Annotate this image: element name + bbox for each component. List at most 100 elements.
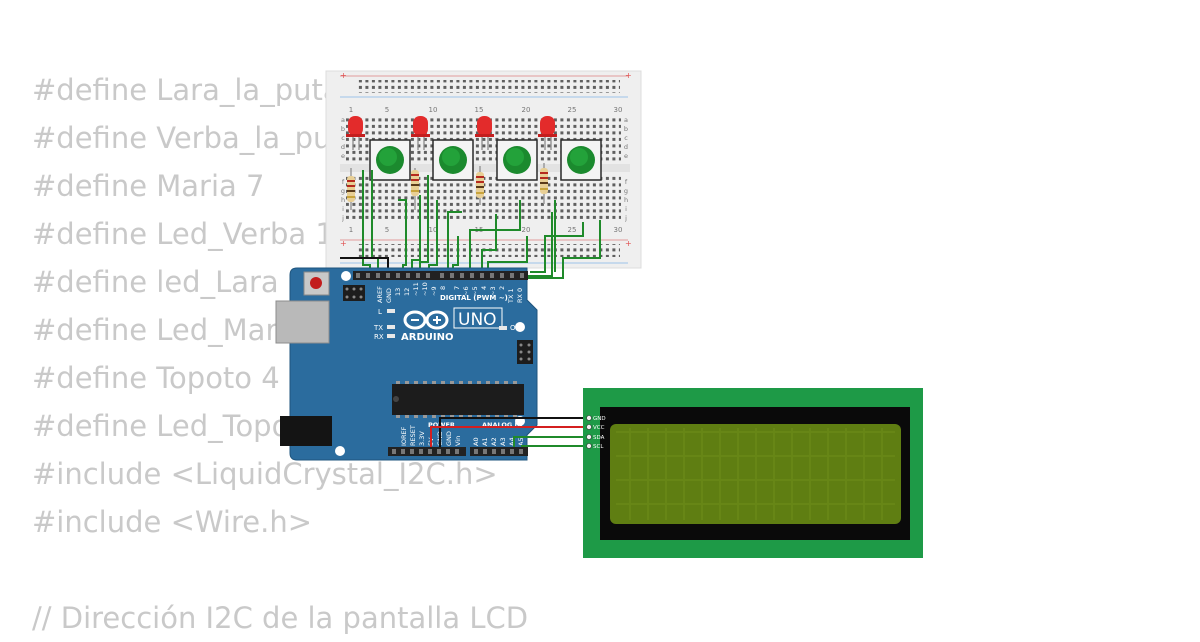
analog-label: ANALOG IN — [482, 421, 522, 429]
power-pin-label: RESET — [409, 425, 417, 446]
col-number: 5 — [385, 226, 389, 234]
pin-label: TX 1 — [507, 288, 515, 304]
model-label: UNO — [458, 310, 497, 330]
power-pin-label: GND — [445, 431, 453, 446]
resistor[interactable] — [347, 168, 355, 210]
power-rail-top — [356, 80, 620, 93]
row-letter: g — [341, 187, 345, 195]
pin-label: AREF — [376, 286, 384, 303]
wire-ground[interactable] — [340, 257, 389, 272]
row-letter: b — [624, 125, 628, 133]
col-number: 10 — [429, 106, 438, 114]
analog-header — [470, 447, 528, 456]
col-number: 5 — [385, 106, 389, 114]
col-number: 20 — [522, 226, 531, 234]
resistor[interactable] — [411, 168, 419, 210]
pin-label: ~5 — [471, 286, 479, 296]
col-number: 30 — [614, 106, 623, 114]
col-number: 1 — [349, 226, 353, 234]
pin-label: ~3 — [489, 286, 497, 296]
usb-port[interactable] — [275, 300, 330, 344]
analog-pin-label: A0 — [472, 437, 480, 446]
pin-label: 12 — [403, 288, 411, 296]
row-letter: d — [624, 143, 628, 151]
col-number: 25 — [568, 226, 577, 234]
power-label: POWER — [428, 421, 455, 429]
wires-lcd[interactable] — [430, 417, 588, 447]
led-red[interactable] — [411, 116, 430, 150]
pin-label: GND — [385, 288, 393, 303]
row-letter: c — [624, 134, 628, 142]
row-letter: b — [341, 125, 345, 133]
lcd-pin-label: GND — [593, 416, 606, 422]
col-number: 10 — [429, 226, 438, 234]
power-header — [388, 447, 466, 456]
pushbutton[interactable] — [496, 139, 538, 181]
reset-button[interactable] — [303, 271, 330, 296]
row-letter: d — [341, 143, 345, 151]
code-line: #include <Wire.h> — [32, 505, 313, 539]
col-number: 1 — [349, 106, 353, 114]
power-pin-label: IOREF — [400, 426, 408, 446]
digital-label: DIGITAL (PWM ~) — [440, 294, 508, 302]
pin-label: ~10 — [421, 282, 429, 296]
analog-pin-label: A1 — [481, 437, 489, 446]
pushbutton[interactable] — [369, 139, 411, 181]
code-editor-background: #define Lara_la_puta 12#define Verba_la_… — [32, 66, 528, 642]
pin-label: 4 — [480, 286, 488, 290]
code-line: #define Lara_la_puta 12 — [32, 73, 387, 107]
pin-label: 2 — [498, 286, 506, 290]
svg-text:+: + — [625, 239, 632, 248]
svg-text:+: + — [625, 71, 632, 80]
svg-text:+: + — [340, 71, 347, 80]
row-letter: h — [624, 196, 628, 204]
row-letter: a — [341, 116, 345, 124]
pin-label: 13 — [394, 288, 402, 296]
lcd-pin-label: SCL — [593, 444, 604, 450]
arduino-logo — [403, 310, 449, 330]
led-label: L — [378, 308, 382, 316]
analog-pin-label: A3 — [499, 437, 507, 446]
power-pin-label: Vin — [454, 436, 462, 446]
pin-label: ~6 — [462, 286, 470, 296]
row-letter: g — [624, 187, 628, 195]
resistor[interactable] — [540, 163, 548, 204]
led-label: RX — [374, 333, 384, 341]
row-letter: e — [341, 152, 345, 160]
pin-label: RX 0 — [516, 288, 524, 303]
pin-label: ~11 — [412, 282, 420, 296]
breadboard[interactable]: + + + + 1 5 10 15 20 25 30 1 5 10 15 20 … — [325, 70, 642, 269]
on-label: ON — [510, 324, 521, 332]
row-letter: j — [341, 214, 344, 222]
row-letter: h — [341, 196, 345, 204]
power-pin-label: 3.3V — [418, 431, 426, 446]
svg-text:+: + — [340, 239, 347, 248]
code-line: #define Maria 7 — [32, 169, 265, 203]
atmega-chip — [392, 381, 524, 418]
col-number: 30 — [614, 226, 623, 234]
row-letter: a — [624, 116, 628, 124]
arduino-uno[interactable]: AREF GND 13 12 ~11 ~10 ~9 8 7 ~6 ~5 4 ~3… — [275, 267, 538, 461]
row-letter: e — [624, 152, 628, 160]
row-letter: c — [341, 134, 345, 142]
pushbutton[interactable] — [432, 139, 474, 181]
brand-label: ARDUINO — [401, 332, 453, 343]
resistor[interactable] — [476, 166, 484, 205]
led-red[interactable] — [475, 116, 494, 150]
row-letter: j — [624, 214, 627, 222]
led-label: TX — [373, 324, 383, 332]
analog-pin-label: A5 — [517, 437, 525, 446]
lcd-i2c-display[interactable]: GND VCC SDA SCL — [583, 388, 923, 558]
col-number: 15 — [475, 106, 484, 114]
pin-label: 7 — [453, 286, 461, 290]
led-red[interactable] — [538, 116, 557, 150]
row-letter: f — [342, 178, 345, 186]
col-number: 25 — [568, 106, 577, 114]
row-letter: i — [342, 205, 344, 213]
led-red[interactable] — [346, 116, 365, 150]
pushbutton[interactable] — [560, 139, 602, 181]
code-line: // Dirección I2C de la pantalla LCD — [32, 601, 529, 635]
power-jack[interactable] — [280, 416, 332, 446]
row-letter: f — [625, 178, 628, 186]
